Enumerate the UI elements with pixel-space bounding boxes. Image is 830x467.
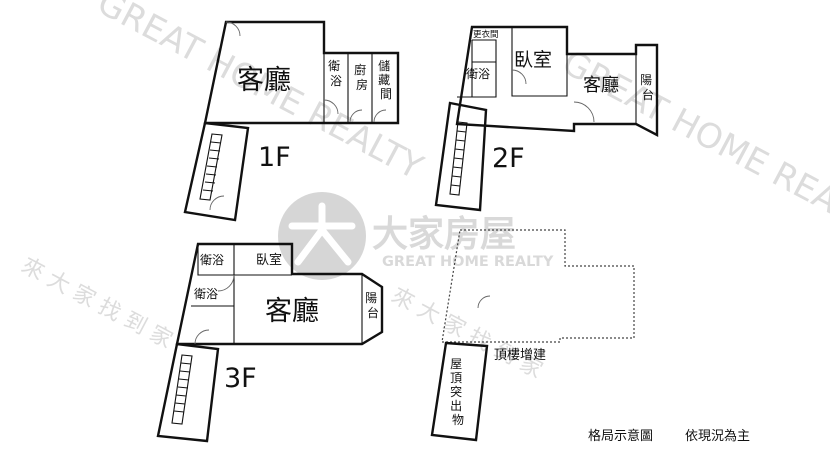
f3-stair-door (194, 329, 210, 345)
f1-bath-label-char2: 浴 (330, 74, 342, 88)
roof-addition-label: 頂樓增建 (494, 348, 546, 363)
roof-structure-label-char3: 突 (450, 384, 462, 399)
f2-bath-label: 衛浴 (466, 67, 490, 81)
floor-1-plan: 客廳 衛 浴 廚 房 儲 藏 間 1F (183, 20, 400, 222)
f1-door-arc (225, 21, 241, 37)
watermark-diagonal-text-right: GREAT HOME REALTY (556, 43, 830, 248)
watermark-slogan: 來 大 家 找 到 家 (17, 253, 176, 353)
watermark-brand-cn: 大家房屋 (372, 214, 516, 255)
f1-room-doors (349, 109, 387, 123)
f2-balcony-label-char1: 陽 (640, 73, 652, 87)
f3-living-label: 客廳 (265, 296, 319, 327)
f3-balcony-label: 陽 台 (365, 291, 381, 320)
f2-bedroom-label: 臥室 (514, 49, 552, 71)
roof-structure-label-char2: 頂 (450, 371, 462, 385)
watermark-brand-en: GREAT HOME REALTY (382, 254, 554, 270)
f3-staircase (171, 354, 193, 425)
f3-bedroom-label: 臥室 (256, 252, 282, 268)
f3-stair-corridor (156, 342, 220, 443)
f3-bath-a-label: 衛浴 (200, 253, 224, 267)
note-diagram: 格局示意圖 (588, 428, 653, 444)
f3-partitions (191, 244, 363, 344)
f1-kitchen-label-char2: 房 (356, 77, 368, 92)
f1-staircase (199, 133, 223, 201)
f3-bath-door (217, 274, 235, 292)
roof-structure-label-char4: 出 (450, 399, 462, 413)
f2-living-door (573, 101, 595, 123)
f2-main-block (455, 25, 659, 137)
f1-bath-label-char1: 衛 (328, 59, 340, 73)
f3-balcony-label-char2: 台 (367, 305, 379, 320)
f1-stair-corridor (183, 121, 250, 222)
watermark-layer: GREAT HOME REALTY GREAT HOME REALTY 來 大 … (17, 0, 830, 384)
f2-stair-corridor (434, 101, 488, 212)
f1-storage-label-char3: 間 (380, 87, 392, 101)
f1-storage-label-char1: 儲 (378, 59, 390, 73)
floor-2-plan: 更衣間 衛浴 臥室 客廳 陽 台 2F (434, 25, 659, 212)
f1-kitchen-label: 廚 房 (354, 62, 370, 92)
roof-door-arc (477, 295, 491, 309)
f2-floor-label: 2F (492, 143, 525, 174)
f1-bath-door (323, 99, 339, 115)
roof-plan: 屋 頂 突 出 物 頂樓增建 (430, 229, 635, 442)
roof-structure-block (430, 341, 489, 442)
f3-balcony-label-char1: 陽 (365, 291, 377, 305)
watermark-slogan-center: 來 大 家 找 到 家 (387, 283, 546, 383)
f1-floor-label: 1F (258, 142, 291, 173)
f2-balcony-label-char2: 台 (642, 87, 654, 102)
f1-service-partitions (323, 53, 373, 123)
f2-balcony-label: 陽 台 (640, 73, 656, 102)
roof-addition-outline (441, 229, 635, 343)
f1-storage-label-char2: 藏 (378, 73, 390, 87)
f2-partitions (457, 27, 637, 124)
f3-floor-label: 3F (224, 363, 257, 394)
roof-structure-label-char1: 屋 (450, 357, 462, 371)
note-condition: 依現況為主 (685, 428, 750, 444)
f2-closet-label: 更衣間 (473, 29, 499, 40)
f3-main-block (175, 242, 384, 346)
logo-figure-icon (288, 202, 356, 266)
f1-living-label: 客廳 (237, 65, 291, 96)
f1-storage-label: 儲 藏 間 (378, 59, 394, 101)
f2-staircase (449, 121, 468, 196)
f1-bath-label: 衛 浴 (328, 59, 344, 88)
f2-bedroom-door (511, 69, 527, 85)
roof-structure-label: 屋 頂 突 出 物 (450, 357, 466, 427)
f3-bath-b-label: 衛浴 (194, 287, 218, 301)
brand-logo: 大家房屋 GREAT HOME REALTY (278, 192, 554, 280)
f1-main-block (203, 20, 400, 125)
f1-kitchen-label-char1: 廚 (354, 62, 366, 77)
f1-entry-door (209, 195, 225, 211)
roof-structure-label-char5: 物 (452, 413, 464, 427)
floor-3-plan: 衛浴 臥室 衛浴 客廳 陽 台 3F (156, 242, 384, 443)
f2-living-label: 客廳 (583, 75, 619, 96)
